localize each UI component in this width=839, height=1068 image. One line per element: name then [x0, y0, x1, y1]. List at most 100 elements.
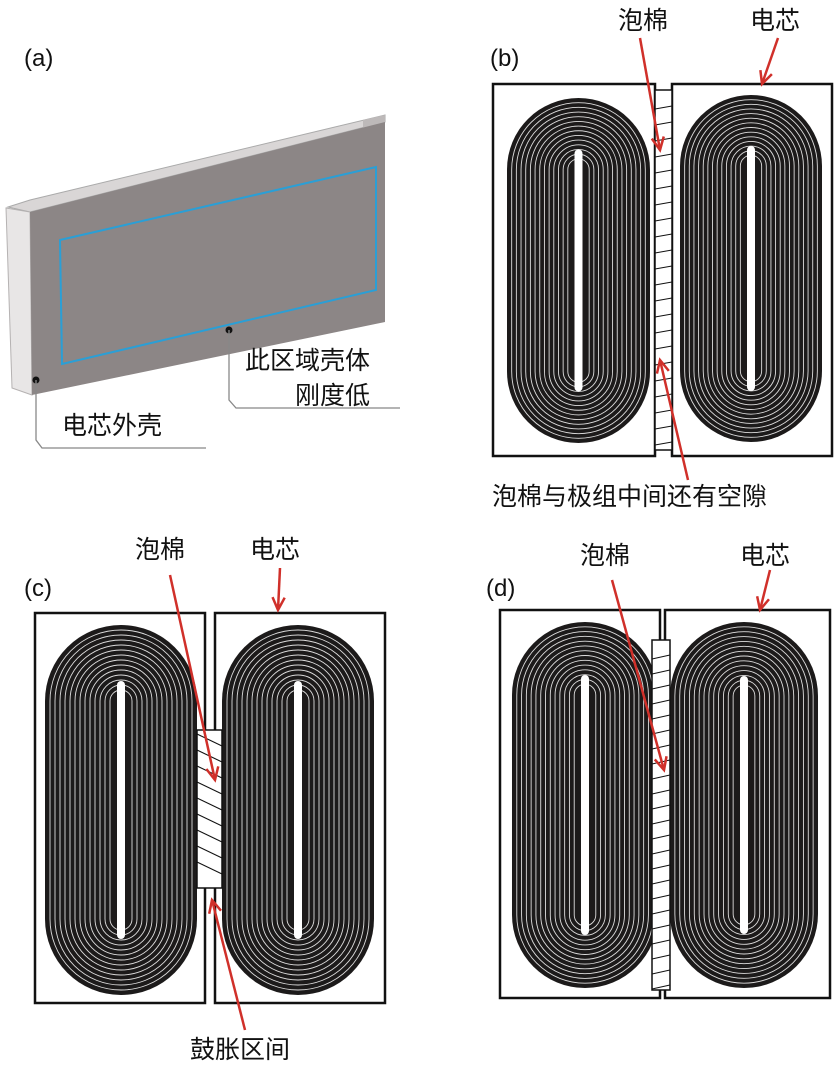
cell-label-c: 电芯: [250, 535, 301, 564]
winding-layer: [558, 149, 599, 392]
foam-hatch: [196, 861, 223, 875]
low-stiffness-region-outline: [58, 165, 377, 366]
panel-label-a: (a): [24, 45, 54, 72]
foam-label-d: 泡棉: [580, 541, 631, 570]
winding-layer: [261, 664, 335, 956]
winding-layer: [520, 111, 637, 430]
foam-hatch: [654, 425, 673, 430]
foam-hatch: [196, 845, 223, 859]
winding-layer: [241, 644, 355, 976]
jellyroll-right-b: [680, 95, 822, 442]
cell-label-b: 电芯: [750, 6, 801, 35]
foam-arrow-d: [610, 579, 668, 773]
arrow-head: [205, 766, 220, 783]
winding-layer: [535, 645, 635, 965]
winding-layer: [525, 635, 645, 975]
winding-layer: [725, 140, 777, 397]
winding-layer: [548, 139, 609, 402]
foam-hatch: [196, 829, 223, 843]
winding-layer: [69, 649, 173, 971]
foam-hatch: [651, 894, 671, 900]
jellyroll-left-b: [507, 98, 650, 443]
foam-hatch: [654, 345, 673, 350]
panel-label-c: (c): [24, 575, 52, 602]
foam-hatch: [654, 329, 673, 334]
winding-layer: [688, 103, 814, 434]
winding-layer: [553, 144, 604, 397]
foam-hatch: [651, 654, 671, 660]
foam-hatch: [651, 954, 671, 960]
winding-layer: [521, 631, 649, 979]
arrow-shaft: [658, 359, 690, 481]
foam-hatch: [651, 714, 671, 720]
winding-layer: [266, 669, 330, 951]
winding-layer: [276, 679, 320, 941]
foam-hatch: [196, 813, 223, 827]
winding-layer: [540, 650, 630, 960]
foam-hatch: [196, 797, 223, 811]
winding-layer: [721, 136, 781, 401]
winding-layer: [525, 116, 632, 425]
winding-layer: [693, 645, 795, 965]
winding-layer: [703, 655, 785, 955]
winding-layer: [716, 131, 786, 406]
winding-layer: [688, 640, 800, 970]
foam-hatch: [196, 733, 223, 747]
foam-hatch: [654, 409, 673, 414]
winding-layer: [559, 669, 611, 941]
winding-layer: [236, 639, 360, 981]
winding-layer: [99, 679, 143, 941]
cell-label-d: 电芯: [740, 541, 791, 570]
foam-hatch: [196, 781, 223, 795]
winding-layer: [702, 117, 800, 420]
cell-arrow-b: [759, 37, 780, 87]
foam-hatch: [651, 984, 671, 990]
center-mandrel-slot: [581, 675, 589, 935]
winding-layer: [545, 655, 625, 955]
foam-hatch: [651, 669, 671, 675]
foam-d: [651, 639, 671, 991]
arrow-head: [271, 596, 286, 613]
foam-hatch: [654, 217, 673, 222]
foam-hatch: [654, 281, 673, 286]
foam-hatch: [654, 265, 673, 270]
foam-hatch: [651, 909, 671, 915]
foam-hatch: [651, 789, 671, 795]
winding-layer: [708, 660, 780, 950]
low-stiffness-label-1: 此区域壳体: [245, 346, 371, 375]
foam-hatch: [654, 441, 673, 446]
foam-hatch: [651, 834, 671, 840]
cell-arrow-c: [271, 567, 286, 613]
jellyroll-right-c: [222, 625, 374, 995]
foam-hatch: [654, 105, 673, 110]
arrow-head: [207, 897, 222, 914]
winding-layer: [84, 664, 158, 956]
winding-layer: [707, 122, 795, 415]
foam-hatch: [654, 201, 673, 206]
foam-arrow-c: [168, 574, 220, 783]
winding-layer: [529, 120, 628, 421]
winding-layer: [226, 629, 370, 991]
winding-layer: [674, 626, 814, 984]
foam-hatch: [651, 774, 671, 780]
winding-layer: [511, 102, 646, 439]
foam-hatch: [654, 249, 673, 254]
winding-layer: [684, 99, 818, 438]
gap-arrow-b: [655, 357, 690, 481]
winding-layer: [698, 113, 804, 424]
winding-layer: [713, 665, 775, 945]
arrow-shaft: [638, 37, 662, 151]
winding-layer: [718, 670, 770, 940]
arrow-head: [650, 136, 665, 153]
winding-layer: [722, 674, 766, 936]
winding-layer: [549, 659, 621, 951]
foam-hatch: [651, 969, 671, 975]
winding-layer: [49, 629, 193, 991]
cell-shell-3d: [5, 114, 400, 449]
foam-hatch: [654, 153, 673, 158]
arrow-head: [655, 357, 670, 374]
arrow-shaft: [758, 569, 772, 611]
winding-layer: [251, 654, 345, 966]
